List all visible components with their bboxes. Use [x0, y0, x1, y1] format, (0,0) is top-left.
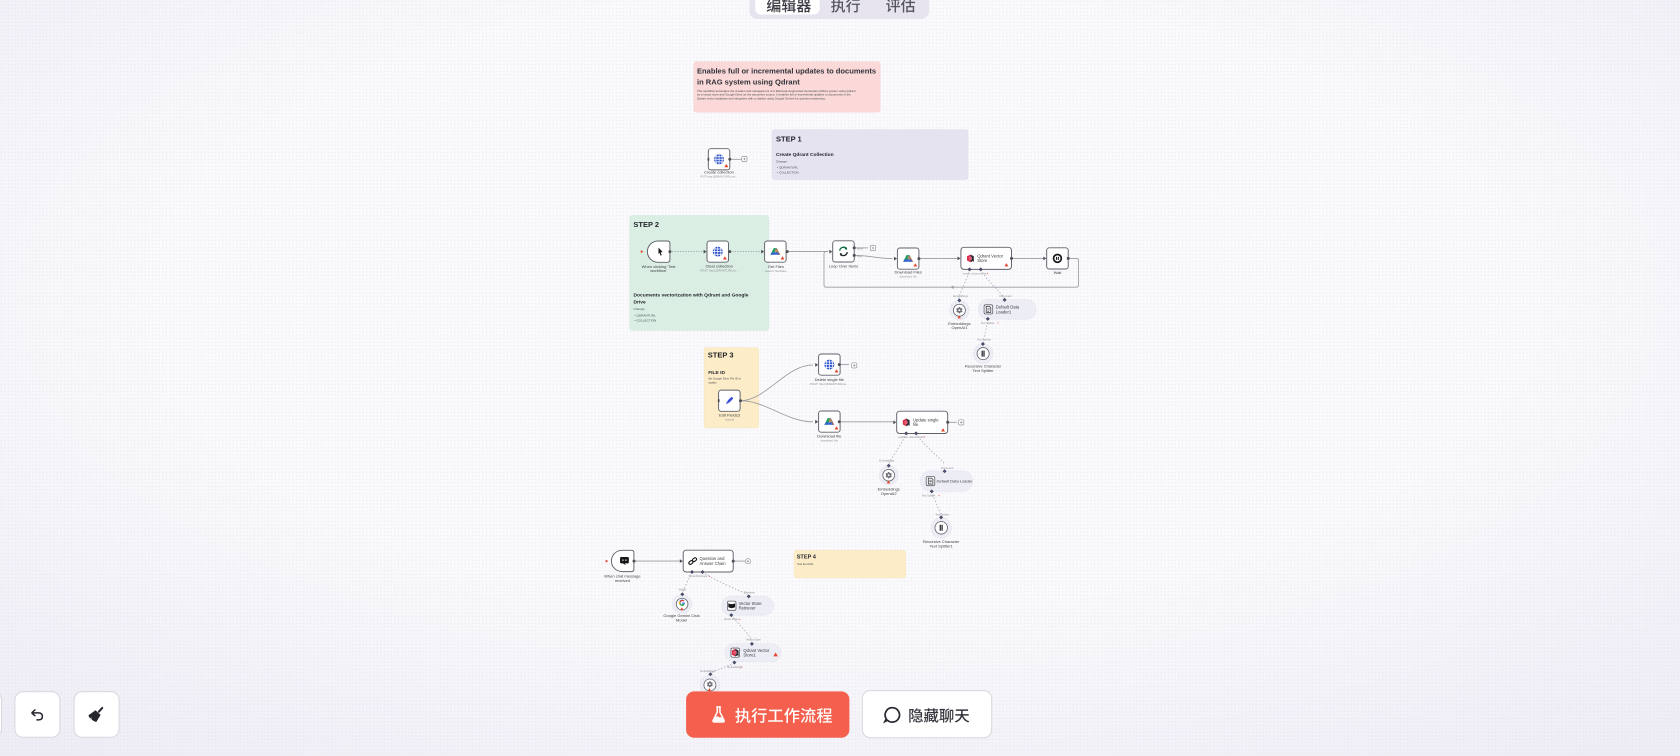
svg-text:Qdrant Vector: Qdrant Vector	[743, 648, 769, 653]
svg-text:• QDRANTURL: • QDRANTURL	[777, 166, 798, 170]
svg-text:Enables full or incremental up: Enables full or incremental updates to d…	[697, 66, 876, 75]
svg-text:Edit Fields3: Edit Fields3	[719, 412, 741, 417]
svg-text:Vector Store: Vector Store	[724, 617, 739, 621]
svg-text:Model: Model	[676, 617, 687, 622]
svg-text:Create Qdrant Collection: Create Qdrant Collection	[776, 152, 834, 158]
svg-text:• COLLECTION: • COLLECTION	[777, 171, 799, 175]
svg-text:search: file/folder: search: file/folder	[765, 269, 787, 273]
svg-text:Default Data: Default Data	[996, 305, 1020, 310]
svg-text:Recursive Character: Recursive Character	[923, 539, 960, 544]
svg-text:Create collection: Create collection	[704, 170, 734, 175]
svg-text:OpenAI1: OpenAI1	[952, 325, 969, 330]
svg-text:Embeddings: Embeddings	[878, 487, 900, 492]
svg-text:Embeddings: Embeddings	[948, 321, 970, 326]
svg-text:update: documents: update: documents	[898, 435, 924, 439]
svg-text:Text Splitter: Text Splitter	[973, 368, 995, 373]
svg-text:download: file: download: file	[900, 274, 918, 278]
svg-text:Download file: Download file	[817, 434, 842, 439]
svg-text:POST: http:QDRANTURL/po...: POST: http:QDRANTURL/po...	[810, 382, 849, 386]
svg-text:Text Splitter1: Text Splitter1	[930, 543, 954, 548]
svg-text:loop: loop	[857, 254, 863, 258]
svg-text:Drive: Drive	[634, 299, 647, 305]
svg-text:Download Files: Download Files	[895, 269, 922, 274]
svg-text:Vector Store: Vector Store	[739, 601, 763, 606]
svg-text:Retriever: Retriever	[739, 606, 757, 611]
svg-text:STEP 2: STEP 2	[633, 220, 659, 229]
svg-text:download: file: download: file	[821, 439, 839, 443]
svg-text:Text Splitter: Text Splitter	[981, 321, 995, 325]
svg-text:Question and: Question and	[700, 556, 726, 561]
svg-text:Text Splitter: Text Splitter	[922, 493, 936, 497]
svg-text:Set Google Drive File ID to: Set Google Drive File ID to	[708, 376, 741, 380]
svg-text:Embeddings: Embeddings	[953, 294, 969, 298]
svg-text:PUT: http:QDRANTURL/col...: PUT: http:QDRANTURL/col...	[701, 175, 738, 179]
svg-text:FILE ID: FILE ID	[708, 370, 725, 376]
svg-text:Answer Chain: Answer Chain	[700, 561, 727, 566]
svg-text:Model: Model	[679, 588, 687, 592]
svg-text:Document: Document	[1000, 294, 1013, 298]
svg-text:done: done	[857, 246, 863, 250]
svg-text:Change:: Change:	[634, 307, 646, 311]
svg-text:in RAG system using Qdrant: in RAG system using Qdrant	[697, 77, 800, 86]
svg-text:Documents vectorization with Q: Documents vectorization with Qdrant and …	[634, 292, 749, 298]
svg-text:OpenAI2: OpenAI2	[881, 491, 898, 496]
svg-text:• QDRANTURL: • QDRANTURL	[635, 313, 656, 317]
svg-text:STEP 4: STEP 4	[797, 555, 817, 561]
svg-text:Wait: Wait	[1054, 270, 1063, 275]
svg-text:as a vector store and Google D: as a vector store and Google Drive as th…	[697, 93, 851, 97]
svg-text:Delete single file: Delete single file	[815, 377, 845, 382]
svg-text:Embeddings: Embeddings	[879, 458, 895, 462]
svg-text:Loop Over Items: Loop Over Items	[829, 263, 859, 268]
svg-text:When chat message: When chat message	[604, 573, 641, 578]
svg-text:Test the RAG: Test the RAG	[797, 562, 813, 566]
svg-text:update: update	[708, 380, 717, 384]
svg-text:Change:: Change:	[776, 159, 788, 163]
svg-text:STEP 1: STEP 1	[776, 134, 802, 143]
svg-text:Qdrant vector database and int: Qdrant vector database and integrates wi…	[697, 97, 826, 101]
svg-text:When clicking 'Test: When clicking 'Test	[642, 264, 677, 269]
svg-text:Embeddings: Embeddings	[701, 669, 717, 673]
svg-text:Vector/Retriever: Vector/Retriever	[688, 574, 707, 578]
svg-text:Store: Store	[977, 258, 988, 263]
svg-text:workflow': workflow'	[650, 268, 667, 273]
svg-text:Update single: Update single	[913, 417, 939, 422]
svg-text:STEP 3: STEP 3	[708, 350, 734, 359]
svg-text:Store1: Store1	[743, 653, 756, 658]
svg-text:Default Data Loader: Default Data Loader	[937, 479, 973, 484]
svg-text:POST: http:QDRANTURL/co...: POST: http:QDRANTURL/co...	[700, 269, 739, 273]
svg-text:Document: Document	[941, 466, 954, 470]
svg-text:manual: manual	[725, 417, 735, 421]
svg-text:Vector Store: Vector Store	[746, 637, 761, 641]
svg-text:Loader1: Loader1	[996, 309, 1012, 314]
svg-text:Clear collection: Clear collection	[706, 264, 733, 269]
svg-text:Qdrant Vector: Qdrant Vector	[977, 253, 1003, 258]
svg-text:Text Splitter: Text Splitter	[977, 338, 991, 342]
svg-text:Recursive Character: Recursive Character	[965, 364, 1002, 369]
svg-text:• COLLECTION: • COLLECTION	[635, 318, 657, 322]
svg-text:This workflow automates the cr: This workflow automates the creation and…	[697, 89, 856, 93]
svg-text:insert: documents: insert: documents	[963, 271, 987, 275]
svg-text:received: received	[615, 578, 630, 583]
svg-text:Text Splitter: Text Splitter	[935, 513, 949, 517]
svg-text:file: file	[913, 422, 919, 427]
svg-text:Embeddings: Embeddings	[728, 665, 744, 669]
svg-text:Retriever: Retriever	[744, 590, 755, 594]
svg-text:Google Gemini Chat: Google Gemini Chat	[663, 613, 700, 618]
svg-text:Get Files: Get Files	[768, 264, 784, 269]
